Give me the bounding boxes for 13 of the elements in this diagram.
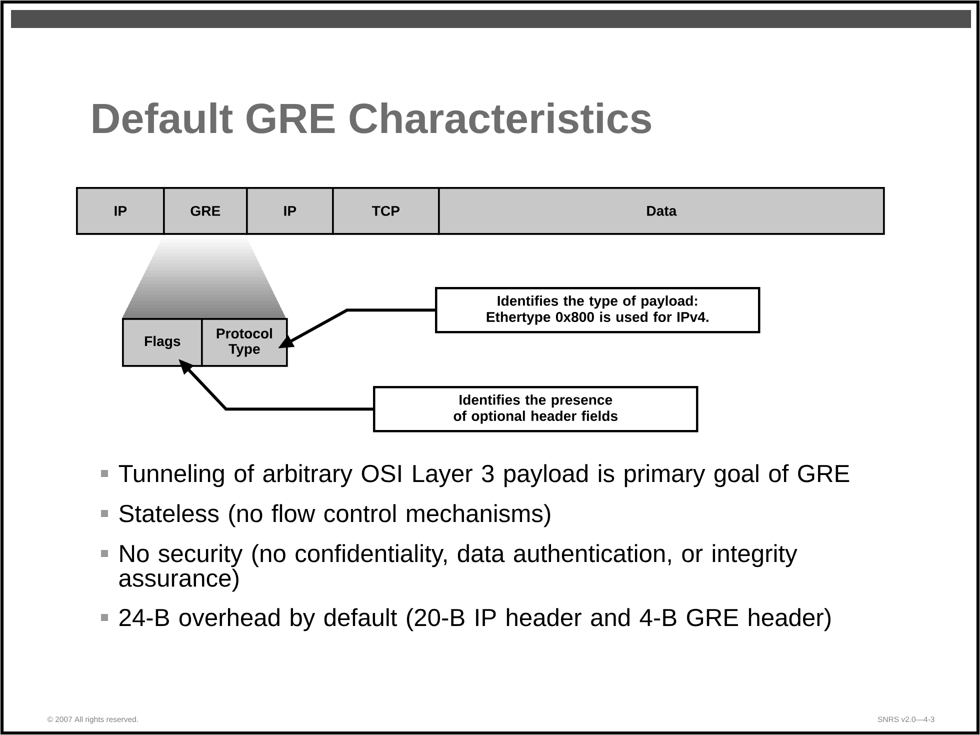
packet-header-cell: IP bbox=[76, 187, 165, 235]
callout-box: Identifies the type of payload: Ethertype 0x800 is used for IPv4. bbox=[435, 287, 760, 334]
packet-header-cell: TCP bbox=[332, 187, 440, 235]
callout-box: Identifies the presence of optional header fields bbox=[373, 386, 698, 432]
bullet-text: 24-B overhead by default (20-B IP header and 4-B GRE header) bbox=[120, 608, 830, 632]
packet-header-cell: GRE bbox=[163, 187, 248, 235]
slide-title: Default GRE Characteristics bbox=[93, 102, 651, 134]
header-field-box: Flags bbox=[122, 318, 203, 367]
bullet-text: No security (no confidentiality, data authentication, or integrity assurance) bbox=[119, 544, 798, 592]
bullet-text: Stateless (no flow control mechanisms) bbox=[119, 504, 550, 528]
header-field-box: Protocol Type bbox=[201, 318, 288, 367]
bullet-text: Tunneling of arbitrary OSI Layer 3 payload is primary goal of GRE bbox=[118, 464, 850, 488]
packet-header-cell: IP bbox=[246, 187, 334, 235]
